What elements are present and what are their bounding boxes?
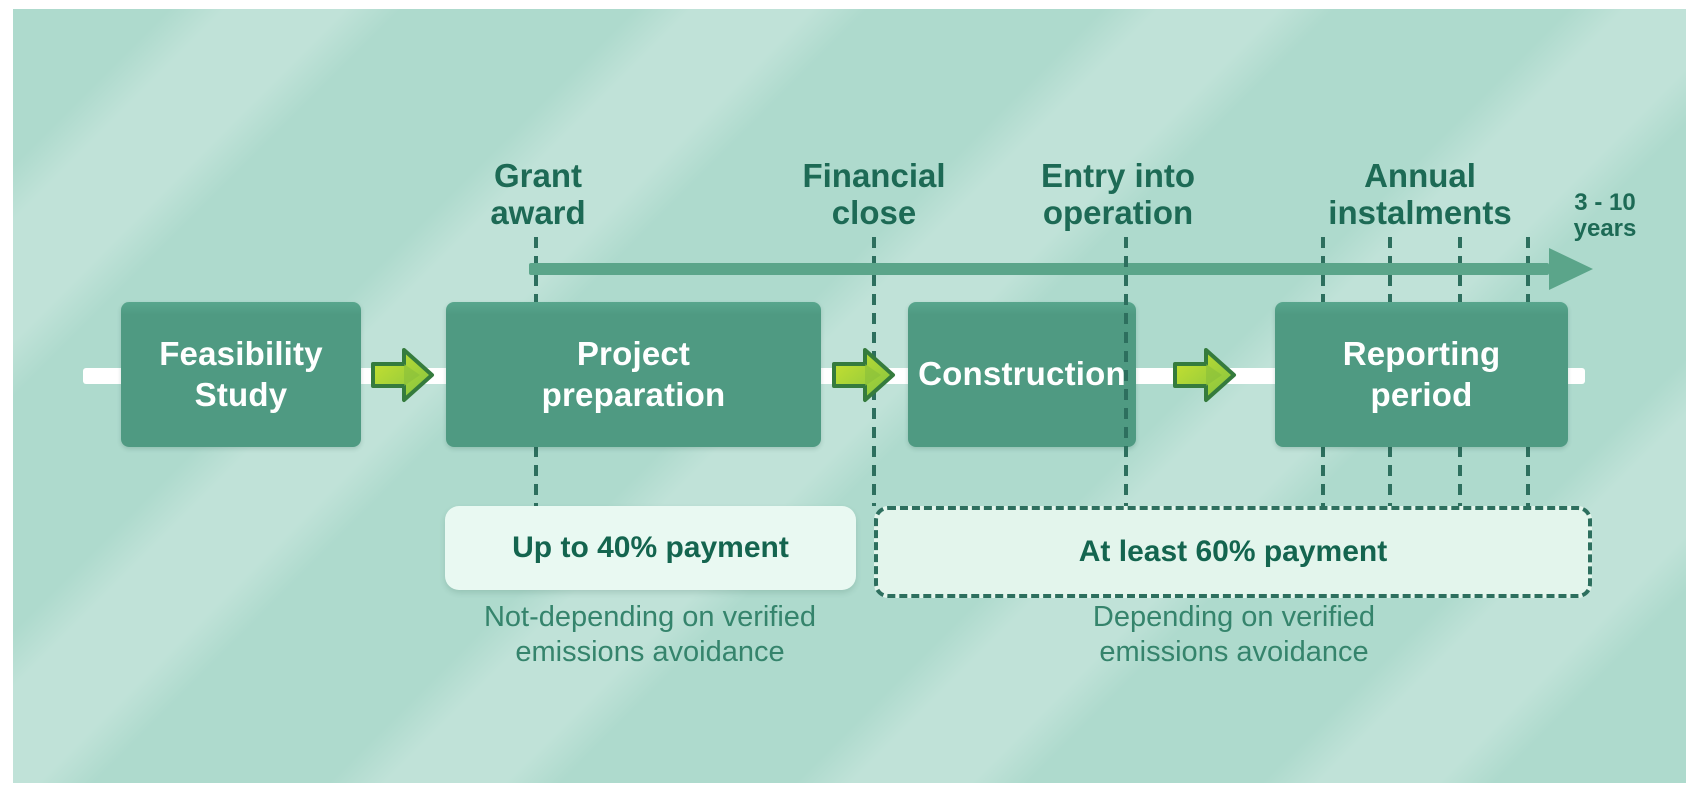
duration-label: 3 - 10 years — [1573, 189, 1637, 243]
milestone-label-grant-award: Grant award — [490, 157, 586, 231]
payment-label: At least 60% payment — [1078, 535, 1388, 568]
arrow-right-icon — [832, 348, 895, 402]
payment-caption-40: Not-depending on verified emissions avoi… — [483, 601, 817, 668]
stage-label: Reporting period — [1342, 335, 1501, 413]
stage-label: Construction — [918, 355, 1126, 393]
stage-label: Project preparation — [541, 335, 726, 413]
stage-box-construction: Construction — [908, 302, 1136, 447]
milestone-label-financial-close: Financial close — [802, 157, 946, 231]
arrow-right-icon — [371, 348, 434, 402]
connector-entry-into-operation — [1124, 237, 1128, 506]
stage-box-reporting-period: Reporting period — [1275, 302, 1568, 447]
stage-box-project-preparation: Project preparation — [446, 302, 821, 447]
stage-box-feasibility-study: Feasibility Study — [121, 302, 361, 447]
timeline-arrowhead-icon — [1549, 248, 1593, 290]
timeline-arrow — [529, 263, 1549, 275]
infographic-background: Grant award Financial close Entry into o… — [13, 9, 1686, 783]
arrow-right-icon — [1173, 348, 1236, 402]
payment-caption-60: Depending on verified emissions avoidanc… — [1092, 601, 1376, 668]
payment-box-at-least-60: At least 60% payment — [874, 506, 1592, 598]
payment-box-up-to-40: Up to 40% payment — [445, 506, 856, 590]
payment-label: Up to 40% payment — [512, 531, 789, 564]
stage-label: Feasibility Study — [159, 335, 323, 413]
milestone-label-annual-instalments: Annual instalments — [1328, 157, 1512, 231]
milestone-label-entry-into-operation: Entry into operation — [1041, 157, 1195, 231]
